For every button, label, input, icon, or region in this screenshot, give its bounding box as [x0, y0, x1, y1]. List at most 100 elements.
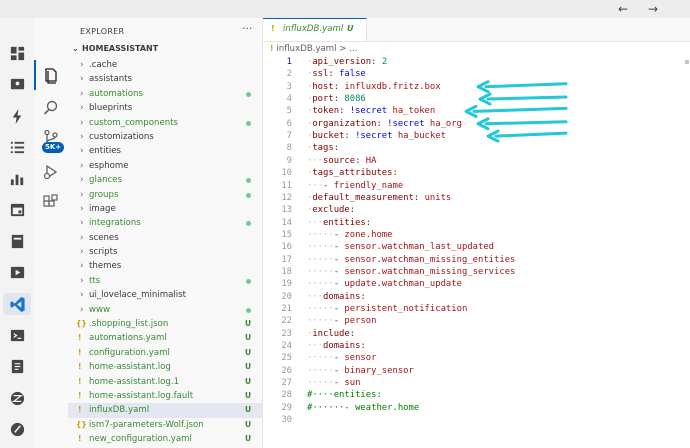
search-icon[interactable]: [41, 98, 61, 118]
code-token: organization: [312, 118, 377, 129]
dashboard-icon[interactable]: [6, 42, 28, 64]
explorer-title: EXPLORER: [80, 27, 125, 36]
code-token: ···: [307, 155, 324, 166]
source-control-icon[interactable]: [41, 128, 61, 148]
folder-item[interactable]: ›.cache: [68, 58, 262, 72]
annotation-arrow-line: [486, 95, 568, 101]
folder-item[interactable]: ›ui_lovelace_minimalist: [68, 288, 262, 302]
chevron-right-icon: ›: [80, 103, 84, 114]
folder-item[interactable]: ›scenes: [68, 231, 262, 245]
folder-item[interactable]: ›tts: [68, 274, 262, 288]
code-token: -: [333, 304, 345, 314]
back-arrow-icon[interactable]: ←: [617, 2, 629, 16]
folder-item[interactable]: ›entities: [68, 144, 262, 158]
tree-item-label: groups: [89, 189, 119, 200]
folder-item[interactable]: ›automations: [68, 87, 262, 101]
forward-arrow-icon[interactable]: →: [647, 2, 659, 16]
hacs-icon[interactable]: [6, 230, 28, 252]
yaml-file-icon: !: [78, 333, 82, 343]
tab-influxdb-yaml[interactable]: ! influxDB.yaml U: [263, 18, 367, 41]
zwave-icon[interactable]: [6, 418, 28, 440]
code-text: #······- weather.home: [307, 402, 419, 414]
chevron-right-icon: ›: [80, 60, 84, 70]
code-token: :: [365, 217, 372, 228]
tree-item-label: glances: [89, 175, 123, 186]
line-number: 1: [286, 57, 292, 67]
media-icon[interactable]: [6, 261, 28, 283]
more-actions-icon[interactable]: ···: [242, 22, 253, 35]
git-status-badge: U: [245, 390, 252, 400]
folder-item[interactable]: ›blueprints: [68, 101, 262, 115]
line-number: 30: [281, 415, 292, 426]
source-control-badge: 5K+: [42, 142, 65, 153]
code-token: binary_sensor: [344, 365, 414, 376]
code-token: -: [333, 266, 345, 277]
folder-item[interactable]: ›esphome: [68, 159, 262, 173]
tree-item-label: .shopping_list.json: [89, 319, 169, 330]
logbook-icon[interactable]: [6, 136, 28, 158]
line-number: 22: [281, 316, 292, 327]
line-number: 5: [286, 106, 292, 117]
code-text: ···domains:: [307, 340, 366, 352]
code-token: !secret: [387, 118, 425, 129]
breadcrumb[interactable]: !influxDB.yaml > ...: [270, 44, 357, 54]
overview-ruler[interactable]: [684, 60, 690, 440]
code-token: :: [371, 57, 382, 67]
terminal-icon[interactable]: [6, 324, 28, 346]
yaml-file-icon: !: [78, 376, 82, 386]
zigbee-icon[interactable]: [6, 387, 28, 409]
code-token: -: [333, 316, 345, 327]
folder-item[interactable]: ›custom_components: [68, 116, 262, 130]
code-token: :: [376, 118, 388, 129]
code-text: ·····- binary_sensor: [307, 365, 414, 377]
line-number: 14: [281, 217, 292, 228]
code-text: ·tags:: [307, 142, 339, 154]
code-token: :: [349, 205, 356, 216]
code-text: ·port: 8086: [307, 93, 366, 105]
workspace-section-header[interactable]: ⌄HOMEASSISTANT: [72, 44, 158, 53]
folder-item[interactable]: ›image: [68, 202, 262, 216]
yaml-file-icon: !: [78, 390, 82, 400]
folder-item[interactable]: ›www: [68, 303, 262, 317]
history-icon[interactable]: [6, 167, 28, 189]
activity-bar: 5K+: [34, 18, 69, 448]
annotation-arrow-line: [484, 120, 568, 126]
code-token: units: [424, 192, 452, 203]
code-token: HA: [365, 155, 377, 166]
yaml-file-icon: !: [78, 347, 82, 357]
code-token: sensor.watchman_last_updated: [344, 242, 495, 253]
json-file-icon: {}: [76, 319, 87, 329]
code-token: source: [323, 155, 356, 166]
extensions-icon[interactable]: [41, 192, 61, 212]
folder-item[interactable]: ›themes: [68, 259, 262, 273]
folder-item[interactable]: › groups: [68, 188, 262, 202]
line-number: 3: [286, 81, 292, 92]
folder-item[interactable]: ›scripts: [68, 245, 262, 259]
code-token: ···: [307, 291, 324, 302]
git-status-badge: U: [245, 319, 252, 329]
explorer-icon[interactable]: [41, 66, 61, 86]
todo-icon[interactable]: [6, 355, 28, 377]
chevron-right-icon: ›: [80, 189, 84, 200]
run-debug-icon[interactable]: [41, 162, 61, 182]
folder-item[interactable]: ›customizations: [68, 130, 262, 144]
vscode-icon[interactable]: [3, 293, 31, 315]
map-icon[interactable]: [6, 73, 28, 95]
folder-item[interactable]: ›assistants: [68, 72, 262, 86]
code-token: -: [333, 242, 345, 253]
file-item[interactable]: {}.shopping_list.json U: [68, 317, 262, 331]
calendar-icon[interactable]: [6, 198, 28, 220]
folder-item[interactable]: ›integrations: [68, 216, 262, 230]
energy-icon[interactable]: [6, 105, 28, 127]
folder-item[interactable]: ›glances: [68, 173, 262, 187]
